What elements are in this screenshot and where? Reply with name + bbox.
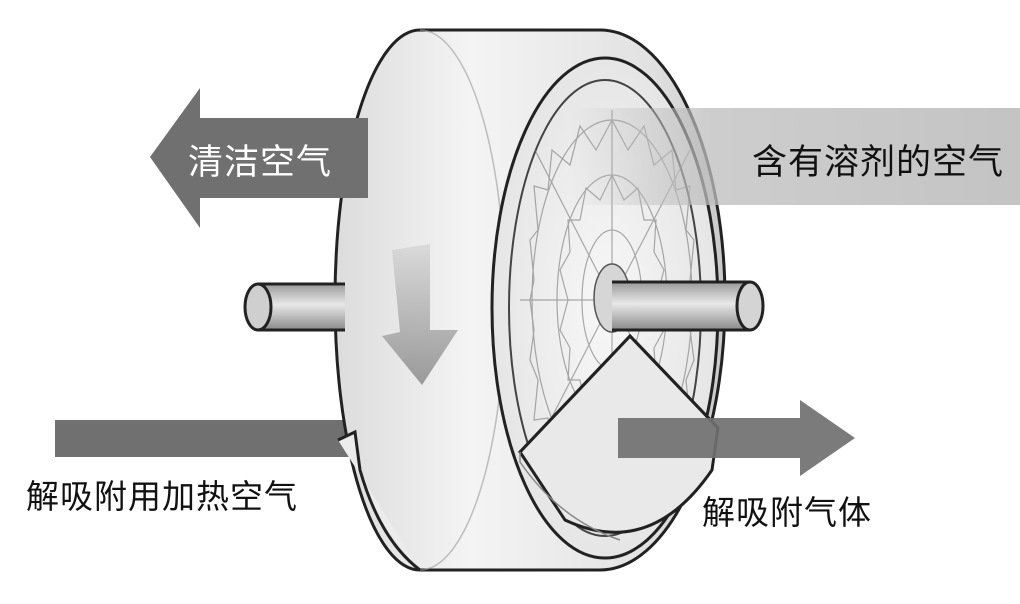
desorbed-gas-arrow	[618, 400, 855, 476]
heated-air-arrow	[55, 420, 370, 457]
right-shaft	[612, 282, 750, 330]
solvent-air-arrow	[570, 108, 1020, 205]
clean-air-arrow	[150, 88, 368, 228]
heated-air-label: 解吸附用加热空气	[26, 477, 298, 516]
down-arrow-icon	[382, 244, 458, 385]
desorbed-gas-label: 解吸附气体	[702, 493, 872, 532]
clean-air-label: 清洁空气	[188, 143, 333, 183]
solvent-air-label: 含有溶剂的空气	[752, 143, 1005, 183]
